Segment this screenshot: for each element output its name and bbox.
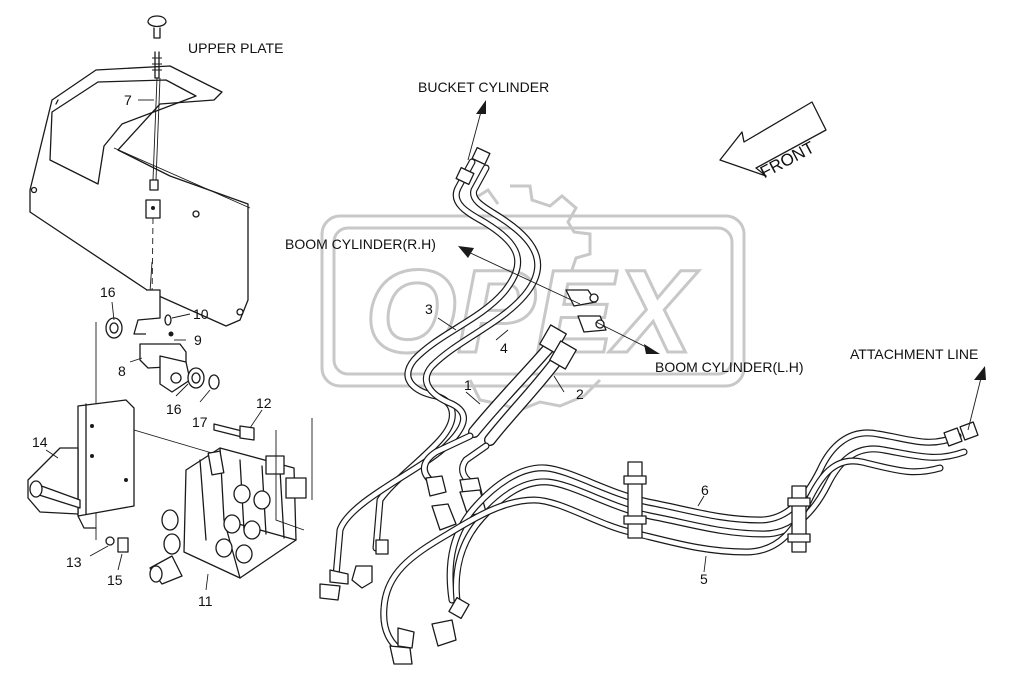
- callout-1: 1: [464, 377, 472, 393]
- callout-10: 10: [193, 306, 209, 322]
- callout-11: 11: [198, 593, 213, 609]
- callout-16b: 16: [166, 401, 182, 417]
- callout-9: 9: [194, 332, 202, 348]
- control-rod: [145, 15, 167, 301]
- direction-arrows: [458, 100, 986, 431]
- support-bracket: [27, 399, 135, 553]
- callout-6: 6: [701, 482, 709, 498]
- callout-2: 2: [576, 386, 584, 402]
- callout-16a: 16: [100, 284, 116, 300]
- callout-8: 8: [118, 363, 126, 379]
- leader-lines: [45, 99, 707, 591]
- boom-cylinder-lh-label: BOOM CYLINDER(L.H): [655, 359, 804, 375]
- upper-plate: [29, 65, 251, 327]
- callout-13: 13: [66, 554, 82, 570]
- callout-12: 12: [256, 395, 272, 411]
- callout-17: 17: [192, 414, 208, 430]
- callout-15: 15: [107, 572, 123, 588]
- callout-4: 4: [500, 340, 508, 356]
- control-valve: [149, 418, 313, 585]
- attachment-line-label: ATTACHMENT LINE: [850, 346, 978, 362]
- pipe-5-6: [380, 421, 979, 665]
- watermark-logo: OPEX: [320, 184, 746, 412]
- upper-plate-label: UPPER PLATE: [188, 40, 283, 56]
- bucket-cylinder-label: BUCKET CYLINDER: [418, 79, 549, 95]
- tee-fittings: [565, 289, 607, 333]
- hose-1-2: [420, 324, 577, 531]
- callout-14: 14: [32, 434, 48, 450]
- callout-3: 3: [425, 301, 433, 317]
- callout-7: 7: [124, 92, 132, 108]
- boom-cylinder-rh-label: BOOM CYLINDER(R.H): [285, 236, 436, 252]
- front-arrow-icon: FRONT: [719, 101, 827, 182]
- bolt: [213, 423, 255, 441]
- callout-5: 5: [700, 571, 708, 587]
